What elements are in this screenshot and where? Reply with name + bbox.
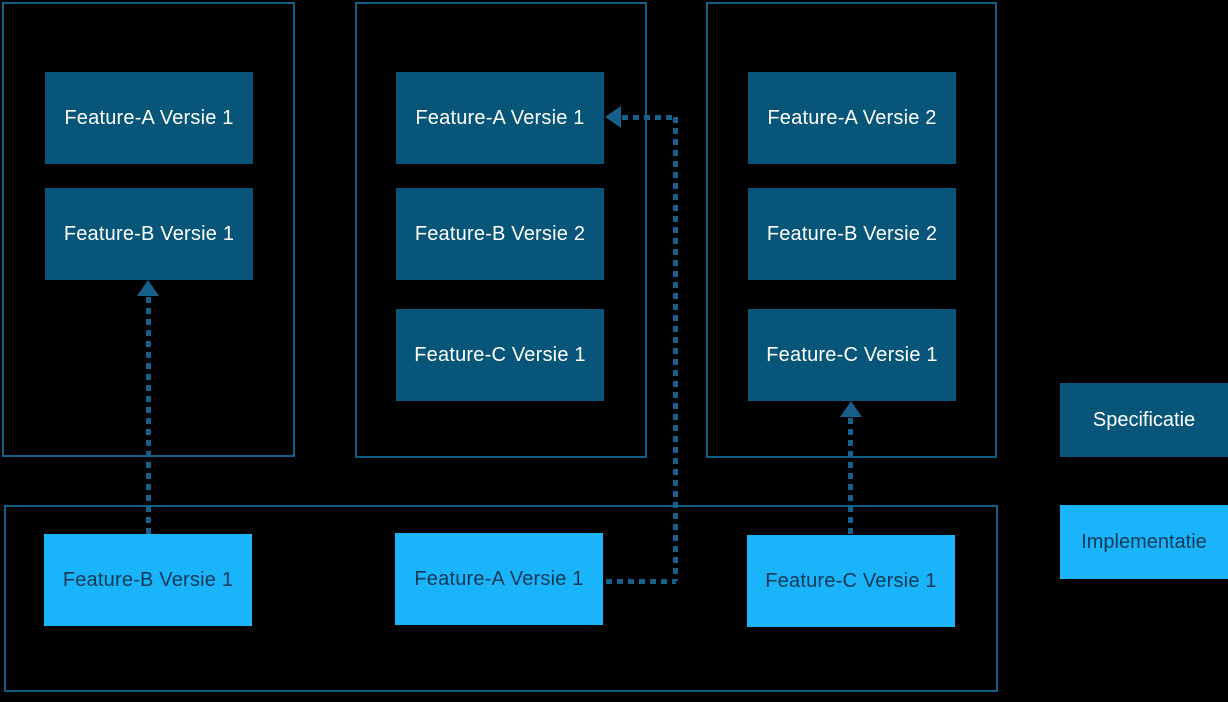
arrow-line-vertical (146, 297, 151, 534)
arrow-line-vertical (673, 117, 678, 581)
legend-specification: Specificatie (1060, 383, 1228, 457)
spec-box-feature-b-v1-group1: Feature-B Versie 1 (45, 188, 253, 280)
spec-box-feature-a-v2-group3: Feature-A Versie 2 (748, 72, 956, 164)
spec-box-feature-a-v1-group2: Feature-A Versie 1 (396, 72, 604, 164)
arrow-line-vertical (848, 418, 853, 535)
arrowhead-up-icon (137, 280, 159, 296)
arrow-line-horizontal-bottom (606, 579, 676, 584)
spec-box-feature-c-v1-group2: Feature-C Versie 1 (396, 309, 604, 401)
spec-box-feature-c-v1-group3: Feature-C Versie 1 (748, 309, 956, 401)
legend-implementation: Implementatie (1060, 505, 1228, 579)
impl-box-feature-b-v1: Feature-B Versie 1 (44, 534, 252, 626)
spec-box-feature-b-v2-group2: Feature-B Versie 2 (396, 188, 604, 280)
specification-container-2 (355, 2, 647, 458)
spec-box-feature-a-v1-group1: Feature-A Versie 1 (45, 72, 253, 164)
arrowhead-left-icon (605, 106, 621, 128)
spec-box-feature-b-v2-group3: Feature-B Versie 2 (748, 188, 956, 280)
arrowhead-up-icon (840, 401, 862, 417)
impl-box-feature-a-v1: Feature-A Versie 1 (395, 533, 603, 625)
implementation-container (4, 505, 998, 692)
impl-box-feature-c-v1: Feature-C Versie 1 (747, 535, 955, 627)
arrow-line-horizontal-top (622, 115, 676, 120)
